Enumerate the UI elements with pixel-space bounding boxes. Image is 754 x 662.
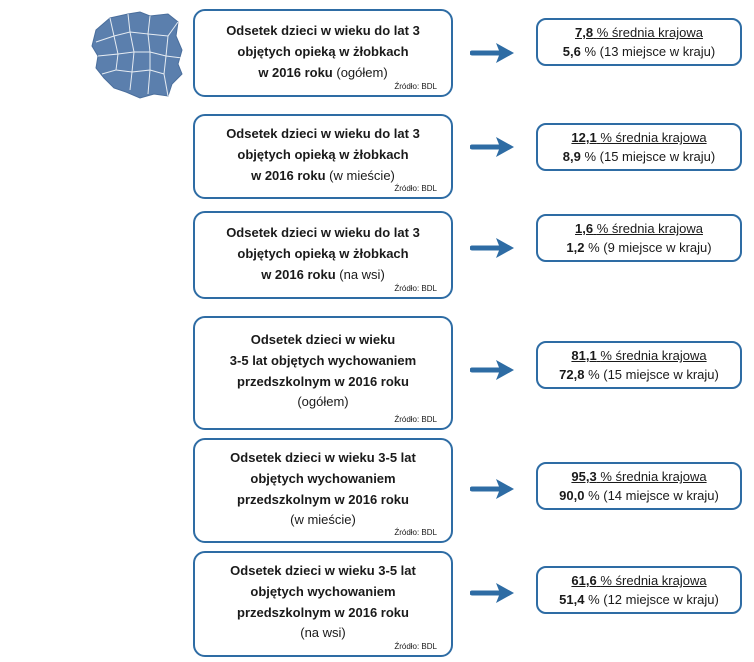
indicator-box: Odsetek dzieci w wieku do lat 3 objętych …	[193, 9, 453, 97]
source-label: Źródło: BDL	[394, 415, 437, 424]
indicator-box: Odsetek dzieci w wieku 3-5 lat objętych w…	[193, 438, 453, 543]
indicator-title: Odsetek dzieci w wieku 3-5 lat objętych w…	[195, 560, 451, 623]
indicator-qualifier: (w mieście)	[329, 168, 395, 183]
national-average: 7,8 % średnia krajowa	[538, 23, 740, 42]
indicator-title-line: w 2016 roku	[251, 168, 326, 183]
indicator-qualifier: (na wsi)	[300, 625, 346, 640]
indicator-title: Odsetek dzieci w wieku do lat 3 objętych …	[195, 222, 451, 285]
national-average-value: 7,8	[575, 25, 594, 40]
indicator-box: Odsetek dzieci w wieku do lat 3 objętych …	[193, 114, 453, 199]
indicator-box: Odsetek dzieci w wieku 3-5 lat objętych w…	[193, 551, 453, 657]
local-value-label: % (9 miejsce w kraju)	[588, 240, 712, 255]
indicator-qualifier: (w mieście)	[290, 512, 356, 527]
indicator-title: Odsetek dzieci w wieku 3-5 lat objętych w…	[195, 447, 451, 510]
arrow-right-icon	[470, 137, 514, 157]
local-value: 8,9 % (15 miejsce w kraju)	[538, 147, 740, 166]
national-average-value: 95,3	[571, 469, 597, 484]
poland-map-icon	[91, 11, 183, 99]
indicator-box: Odsetek dzieci w wieku do lat 3 objętych …	[193, 211, 453, 299]
national-average-label: % średnia krajowa	[600, 573, 707, 588]
national-average: 12,1 % średnia krajowa	[538, 128, 740, 147]
national-average: 95,3 % średnia krajowa	[538, 467, 740, 486]
indicator-title-line: w 2016 roku	[258, 65, 333, 80]
indicator-title-line: objętych wychowaniem	[250, 471, 396, 486]
national-average-label: % średnia krajowa	[596, 221, 703, 236]
national-average-value: 61,6	[571, 573, 597, 588]
local-value-number: 1,2	[566, 240, 585, 255]
indicator-title-line: Odsetek dzieci w wieku do lat 3	[226, 225, 420, 240]
indicator-title-line: objętych wychowaniem	[250, 584, 396, 599]
arrow-right-icon	[470, 238, 514, 258]
local-value-label: % (15 miejsce w kraju)	[588, 367, 719, 382]
indicator-title-line: objętych opieką w żłobkach	[237, 44, 409, 59]
indicator-title: Odsetek dzieci w wieku 3-5 lat objętych w…	[195, 329, 451, 392]
indicator-title-line: przedszkolnym w 2016 roku	[237, 374, 409, 389]
indicator-title-line: Odsetek dzieci w wieku 3-5 lat	[230, 563, 416, 578]
national-average-value: 81,1	[571, 348, 597, 363]
local-value-label: % (15 miejsce w kraju)	[584, 149, 716, 164]
local-value-label: % (14 miejsce w kraju)	[588, 488, 719, 503]
local-value-label: % (12 miejsce w kraju)	[588, 592, 719, 607]
national-average: 1,6 % średnia krajowa	[538, 219, 740, 238]
indicator-title: Odsetek dzieci w wieku do lat 3 objętych …	[195, 123, 451, 186]
national-average-label: % średnia krajowa	[596, 25, 703, 40]
indicator-title-line: objętych opieką w żłobkach	[237, 246, 409, 261]
indicator-title-line: Odsetek dzieci w wieku 3-5 lat	[230, 450, 416, 465]
indicator-title-line: Odsetek dzieci w wieku	[250, 332, 396, 347]
national-average: 81,1 % średnia krajowa	[538, 346, 740, 365]
source-label: Źródło: BDL	[394, 284, 437, 293]
national-average-label: % średnia krajowa	[600, 469, 707, 484]
national-average-label: % średnia krajowa	[600, 130, 707, 145]
indicator-qualifier: (ogółem)	[336, 65, 388, 80]
indicator-qualifier: (na wsi)	[339, 267, 385, 282]
national-average-value: 12,1	[571, 130, 597, 145]
indicator-box: Odsetek dzieci w wieku 3-5 lat objętych w…	[193, 316, 453, 430]
local-value: 5,6 % (13 miejsce w kraju)	[538, 42, 740, 61]
arrow-right-icon	[470, 583, 514, 603]
national-average-label: % średnia krajowa	[600, 348, 707, 363]
indicator-title: Odsetek dzieci w wieku do lat 3 objętych …	[195, 20, 451, 83]
local-value: 1,2 % (9 miejsce w kraju)	[538, 238, 740, 257]
national-average-value: 1,6	[575, 221, 594, 236]
source-label: Źródło: BDL	[394, 82, 437, 91]
local-value-number: 8,9	[562, 149, 581, 164]
source-label: Źródło: BDL	[394, 528, 437, 537]
arrow-right-icon	[470, 479, 514, 499]
indicator-title-line: przedszkolnym w 2016 roku	[237, 492, 409, 507]
indicator-title-line: przedszkolnym w 2016 roku	[237, 605, 409, 620]
indicator-title-line: Odsetek dzieci w wieku do lat 3	[226, 23, 420, 38]
national-average: 61,6 % średnia krajowa	[538, 571, 740, 590]
indicator-title-line: 3-5 lat objętych wychowaniem	[229, 353, 417, 368]
local-value: 72,8 % (15 miejsce w kraju)	[538, 365, 740, 384]
local-value-label: % (13 miejsce w kraju)	[584, 44, 716, 59]
local-value-number: 90,0	[559, 488, 585, 503]
arrow-right-icon	[470, 360, 514, 380]
indicator-title-line: w 2016 roku	[261, 267, 336, 282]
local-value: 51,4 % (12 miejsce w kraju)	[538, 590, 740, 609]
source-label: Źródło: BDL	[394, 184, 437, 193]
source-label: Źródło: BDL	[394, 642, 437, 651]
indicator-title-line: Odsetek dzieci w wieku do lat 3	[226, 126, 420, 141]
indicator-title-line: objętych opieką w żłobkach	[237, 147, 409, 162]
local-value-number: 72,8	[559, 367, 585, 382]
local-value-number: 51,4	[559, 592, 585, 607]
local-value-number: 5,6	[562, 44, 581, 59]
local-value: 90,0 % (14 miejsce w kraju)	[538, 486, 740, 505]
arrow-right-icon	[470, 43, 514, 63]
indicator-qualifier: (ogółem)	[297, 394, 349, 409]
